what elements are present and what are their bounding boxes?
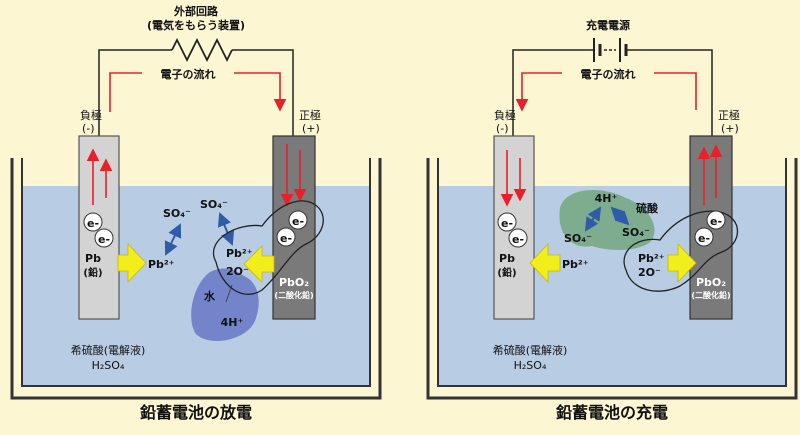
reaction-enclosure: [623, 210, 738, 292]
positive-sign: (+): [721, 122, 739, 135]
water-label: 水: [204, 289, 216, 303]
charge-panel: 充電電源 電子の流れ 負極 (-) 正極 (+) e- e- Pb (鉛) Pb…: [426, 18, 798, 422]
discharge-caption: 鉛蓄電池の放電: [140, 403, 252, 422]
so4-ion-right: SO₄⁻: [200, 198, 228, 211]
electron-symbol: e-: [280, 232, 292, 245]
pbo2-label: PbO₂: [279, 276, 309, 289]
reaction-enclosure: [213, 200, 324, 295]
pb2-ion-right: Pb²⁺: [638, 252, 665, 265]
o2-ion: 2O⁻: [226, 265, 249, 278]
electron-flow-label: 電子の流れ: [581, 67, 636, 81]
external-wire: [98, 49, 294, 136]
pb-sub-label: (鉛): [497, 266, 516, 279]
acid-formula: H₂SO₄: [514, 359, 547, 372]
positive-pole-label: 正極: [718, 108, 740, 122]
discharge-panel: 外部回路 (電気をもらう装置) 電子の流れ 負極 (-) 正極 (+) e- e…: [10, 4, 382, 422]
electron-symbol: e-: [698, 232, 710, 245]
power-source-icon: [588, 38, 642, 62]
pbo2-sub-label: (二酸化鉛): [691, 290, 730, 300]
container: [426, 158, 798, 400]
so4-ion-left: SO₄⁻: [163, 207, 191, 220]
so4-ion-left: SO₄⁻: [564, 232, 592, 245]
so4-ion-right: SO₄⁻: [622, 226, 650, 239]
power-source-label: 充電電源: [586, 18, 630, 32]
water-blob: [191, 268, 259, 341]
electron-symbol: e-: [512, 233, 524, 246]
acid-name: 硫酸: [636, 201, 659, 215]
pb-label: Pb: [85, 252, 101, 265]
yellow-arrow-icon: [243, 245, 275, 283]
h4-ion: 4H⁺: [221, 316, 244, 329]
circuit-label: 外部回路: [173, 4, 219, 18]
negative-pole-label: 負極: [494, 108, 516, 122]
positive-sign: (+): [302, 122, 320, 135]
pb-label: Pb: [499, 252, 515, 265]
pb2-ion-right: Pb²⁺: [226, 247, 253, 260]
resistor-icon: [171, 37, 233, 63]
electron-flow-label: 電子の流れ: [161, 67, 216, 81]
electron-symbol: e-: [292, 215, 304, 228]
positive-pole-label: 正極: [299, 108, 321, 122]
negative-sign: (-): [82, 122, 95, 135]
circuit-sub-label: (電気をもらう装置): [147, 18, 245, 32]
negative-pole-label: 負極: [80, 108, 102, 122]
electron-symbol: e-: [501, 217, 513, 230]
yellow-arrow-icon: [667, 242, 697, 284]
acid-blob: [559, 189, 655, 250]
negative-sign: (-): [496, 122, 509, 135]
yellow-arrow-icon: [529, 242, 561, 284]
pb2-ion-left: Pb²⁺: [562, 258, 589, 271]
pbo2-sub-label: (二酸化鉛): [274, 290, 313, 300]
container: [10, 158, 382, 400]
electron-symbol: e-: [98, 233, 110, 246]
h4-ion: 4H⁺: [595, 192, 618, 205]
acid-label: 希硫酸(電解液): [71, 343, 146, 357]
pb-sub-label: (鉛): [83, 266, 102, 279]
charge-caption: 鉛蓄電池の充電: [556, 403, 668, 422]
acid-formula: H₂SO₄: [92, 359, 125, 372]
yellow-arrow-icon: [117, 242, 147, 284]
pbo2-label: PbO₂: [696, 276, 726, 289]
o2-ion: 2O⁻: [638, 266, 661, 279]
electron-symbol: e-: [87, 217, 99, 230]
external-wire: [512, 49, 713, 136]
electron-symbol: e-: [710, 215, 722, 228]
pb2-ion-left: Pb²⁺: [148, 258, 175, 271]
acid-label: 希硫酸(電解液): [493, 343, 568, 357]
